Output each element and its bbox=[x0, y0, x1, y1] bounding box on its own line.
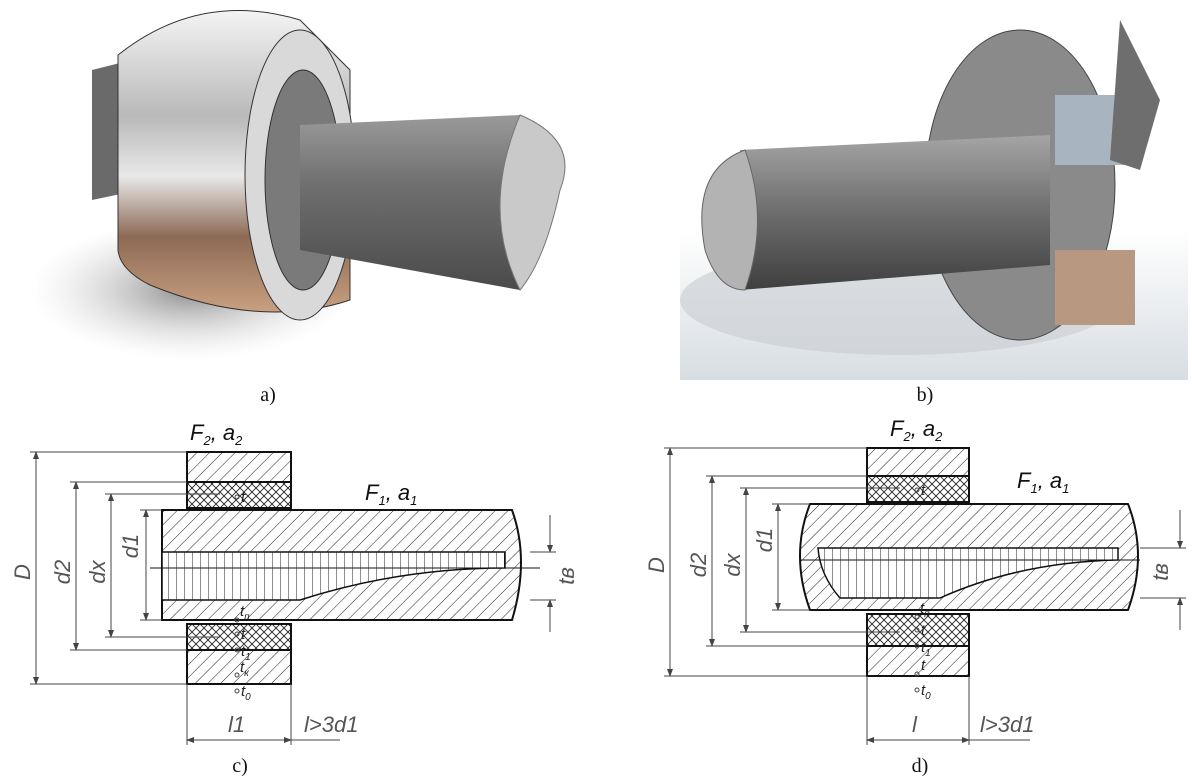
temp-points: t tп t t1 tк t0 bbox=[234, 489, 251, 703]
svg-text:t: t bbox=[921, 657, 926, 674]
dim-dx: dx bbox=[85, 559, 110, 583]
ring-outer-top bbox=[186, 451, 292, 483]
ring-label: F2, a2 bbox=[190, 420, 243, 448]
dim-tb: tв bbox=[554, 567, 579, 585]
ring-inner-top bbox=[866, 475, 970, 503]
caption-c: c) bbox=[232, 755, 248, 777]
dim-l1: l1 bbox=[228, 712, 245, 737]
svg-text:t1: t1 bbox=[921, 639, 931, 659]
dim-d2: d2 bbox=[50, 560, 75, 584]
dim-d2: d2 bbox=[686, 553, 711, 577]
svg-text:tк: tк bbox=[240, 659, 250, 679]
panel-d-drawing: F2, a2 F1, a1 D d2 dx d1 bbox=[644, 416, 1186, 745]
svg-text:t: t bbox=[241, 626, 246, 643]
ring-inner-bottom bbox=[866, 613, 970, 647]
svg-text:t: t bbox=[921, 482, 926, 499]
dim-D: D bbox=[10, 564, 35, 580]
svg-text:t1: t1 bbox=[241, 643, 251, 663]
shaft-label: F1, a1 bbox=[1017, 468, 1069, 496]
caption-a: a) bbox=[260, 384, 276, 406]
svg-text:t: t bbox=[921, 622, 926, 639]
dim-l-gt: l>3d1 bbox=[980, 712, 1034, 737]
svg-text:tп: tп bbox=[240, 603, 250, 623]
panel-b-render bbox=[680, 20, 1188, 380]
collar-edge bbox=[1110, 20, 1160, 170]
ring-outer-bottom bbox=[186, 649, 292, 685]
shaft bbox=[740, 135, 1050, 290]
shaft bbox=[300, 115, 540, 290]
temp-points: t tп t t1 t t0 bbox=[914, 482, 931, 702]
svg-text:t0: t0 bbox=[241, 683, 251, 703]
svg-text:t: t bbox=[241, 489, 246, 506]
dim-d1: d1 bbox=[752, 528, 777, 552]
panel-c-drawing: F2, a2 F1, a1 D bbox=[10, 420, 579, 745]
dim-tb: tв bbox=[1148, 563, 1173, 581]
svg-text:t0: t0 bbox=[921, 682, 931, 702]
dim-D: D bbox=[644, 557, 669, 573]
caption-b: b) bbox=[917, 384, 934, 406]
shaft-cut-end bbox=[499, 114, 566, 291]
dim-d1: d1 bbox=[118, 534, 143, 558]
ring-outer-bottom bbox=[866, 645, 970, 677]
shaft-label: F1, a1 bbox=[365, 480, 417, 508]
svg-text:tп: tп bbox=[920, 600, 930, 620]
shaft-cut-end bbox=[701, 149, 758, 291]
ring-inner-top bbox=[186, 481, 292, 509]
ring-label: F2, a2 bbox=[890, 416, 943, 444]
collar-flat-bottom bbox=[1055, 250, 1135, 325]
dim-l: l bbox=[912, 712, 918, 737]
panel-a-render bbox=[30, 10, 566, 360]
ring-outer-top bbox=[866, 447, 970, 477]
dim-l-gt: l>3d1 bbox=[304, 712, 358, 737]
caption-d: d) bbox=[912, 755, 929, 777]
dim-dx: dx bbox=[720, 552, 745, 576]
